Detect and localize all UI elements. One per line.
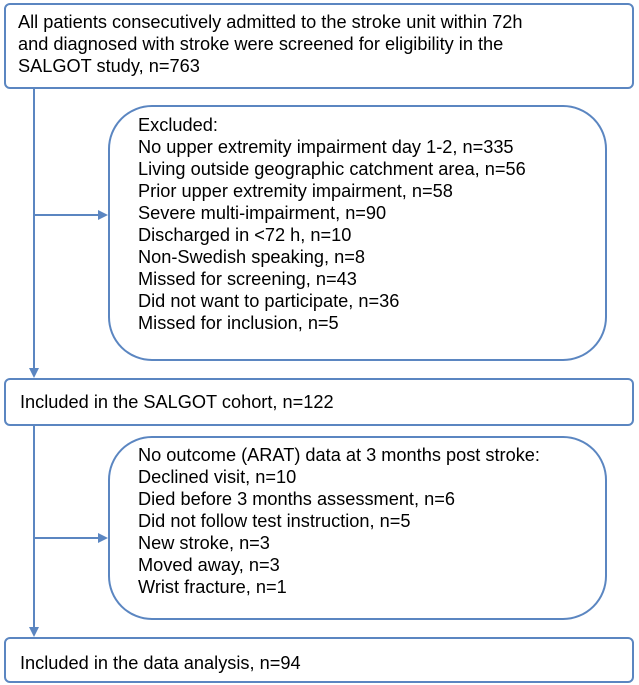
screened-box: All patients consecutively admitted to t… bbox=[4, 3, 634, 89]
excluded-item: Did not want to participate, n=36 bbox=[138, 291, 400, 311]
included-cohort-label: Included in the SALGOT cohort, n=122 bbox=[20, 392, 334, 412]
no-outcome-item: Moved away, n=3 bbox=[138, 555, 280, 575]
excluded-header: Excluded: bbox=[138, 115, 218, 135]
no-outcome-header: No outcome (ARAT) data at 3 months post … bbox=[138, 445, 540, 465]
excluded-item: Non-Swedish speaking, n=8 bbox=[138, 247, 365, 267]
excluded-item: Missed for inclusion, n=5 bbox=[138, 313, 339, 333]
excluded-item: Prior upper extremity impairment, n=58 bbox=[138, 181, 453, 201]
no-outcome-item: Wrist fracture, n=1 bbox=[138, 577, 287, 597]
excluded-item: Living outside geographic catchment area… bbox=[138, 159, 526, 179]
screened-line: SALGOT study, n=763 bbox=[18, 56, 200, 76]
excluded-item: Severe multi-impairment, n=90 bbox=[138, 203, 387, 223]
excluded-item: No upper extremity impairment day 1-2, n… bbox=[138, 137, 514, 157]
screened-line: and diagnosed with stroke were screened … bbox=[18, 34, 504, 54]
excluded-item: Discharged in <72 h, n=10 bbox=[138, 225, 352, 245]
no-outcome-item: Died before 3 months assessment, n=6 bbox=[138, 489, 455, 509]
excluded-box: Excluded: No upper extremity impairment … bbox=[108, 105, 607, 361]
no-outcome-item: New stroke, n=3 bbox=[138, 533, 270, 553]
no-outcome-box: No outcome (ARAT) data at 3 months post … bbox=[108, 436, 607, 620]
no-outcome-item: Declined visit, n=10 bbox=[138, 467, 297, 487]
data-analysis-label: Included in the data analysis, n=94 bbox=[20, 653, 301, 673]
screened-line: All patients consecutively admitted to t… bbox=[18, 12, 523, 32]
no-outcome-item: Did not follow test instruction, n=5 bbox=[138, 511, 411, 531]
data-analysis-box: Included in the data analysis, n=94 bbox=[4, 637, 634, 683]
included-cohort-box: Included in the SALGOT cohort, n=122 bbox=[4, 378, 634, 426]
excluded-item: Missed for screening, n=43 bbox=[138, 269, 357, 289]
